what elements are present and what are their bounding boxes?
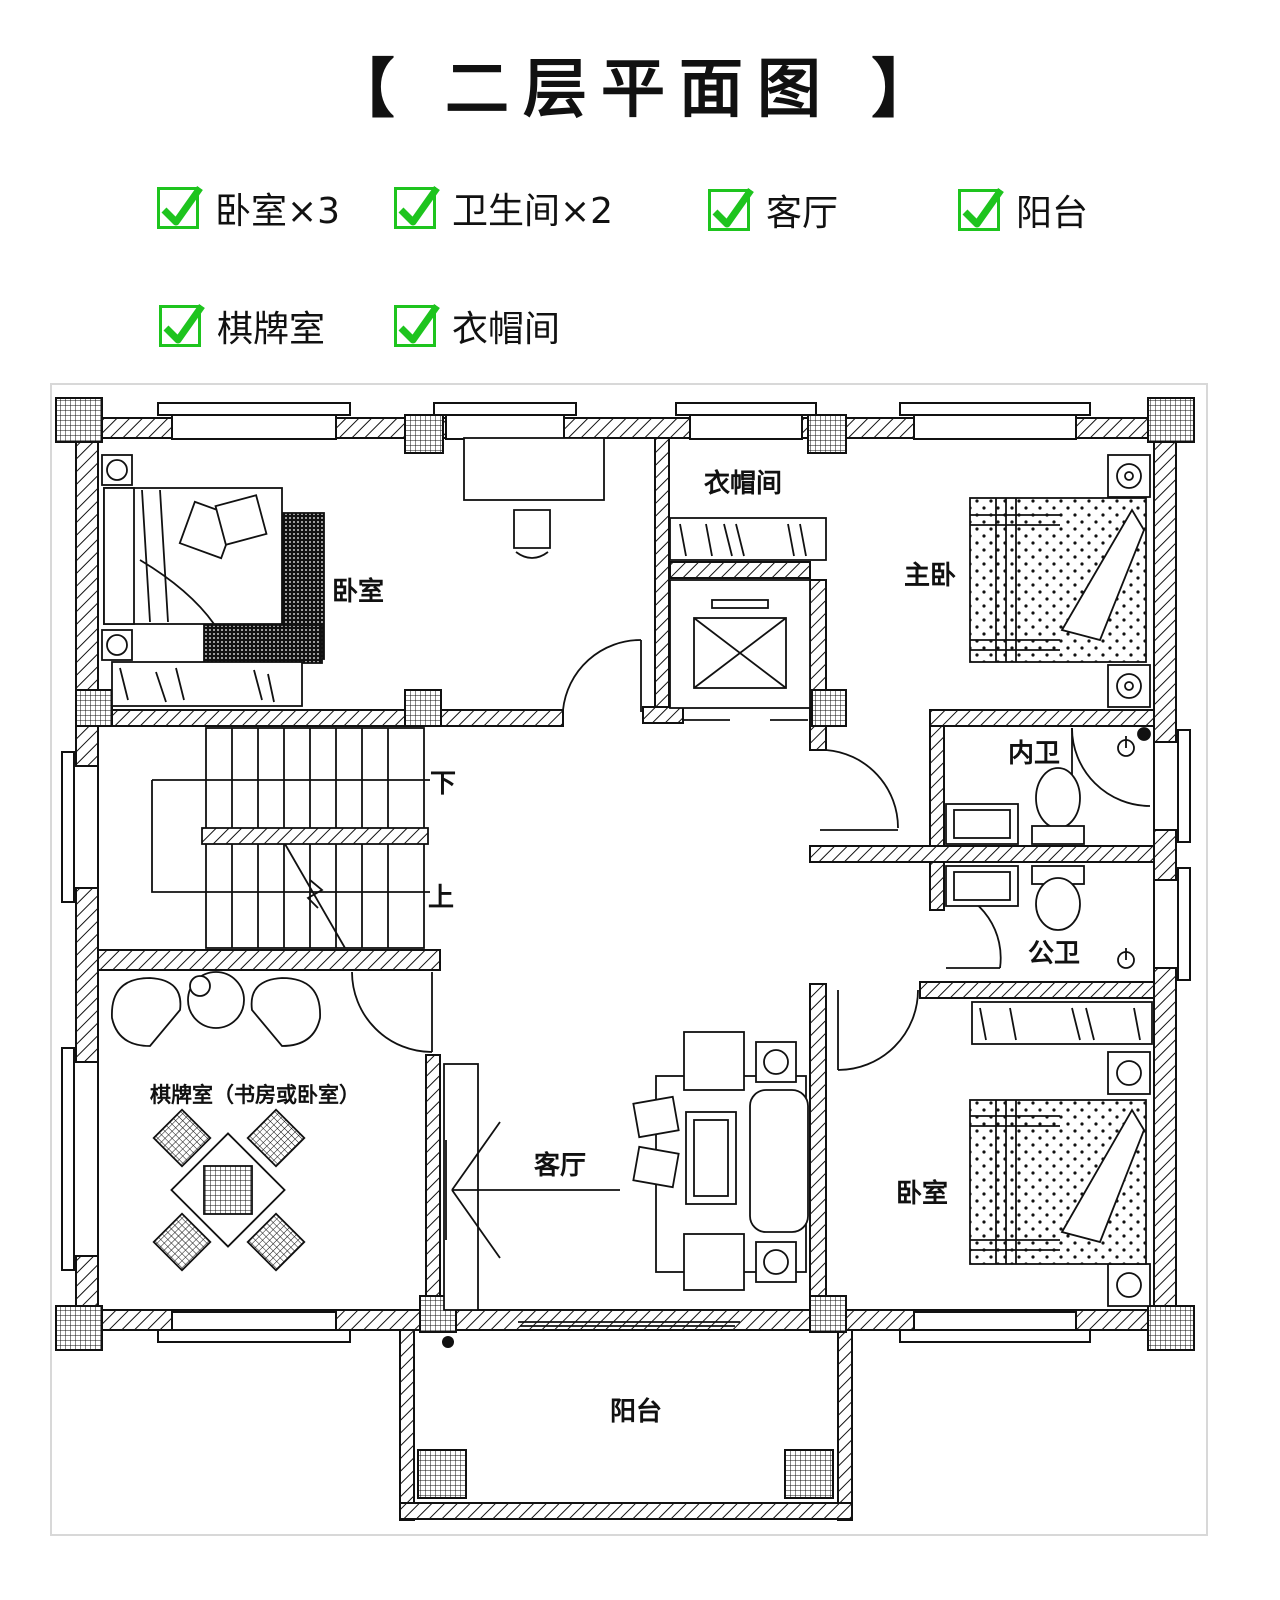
windows <box>61 402 1191 1343</box>
living-furniture <box>443 1031 809 1311</box>
label-bedroom-right: 卧室 <box>896 1178 948 1209</box>
feature-label: 棋牌室 <box>217 309 326 350</box>
label-living-room: 客厅 <box>534 1150 586 1181</box>
columns <box>55 397 1195 1499</box>
floor-plan-frame <box>50 383 1208 1536</box>
feature-label: 衣帽间 <box>452 309 561 350</box>
chess-room-furniture <box>111 971 321 1272</box>
feature-label: 客厅 <box>766 193 839 234</box>
bed-right <box>969 1001 1153 1307</box>
check-icon <box>394 303 440 347</box>
check-icon <box>159 303 205 347</box>
label-balcony: 阳台 <box>610 1396 662 1427</box>
label-cloakroom: 衣帽间 <box>704 468 782 499</box>
check-icon <box>708 187 754 231</box>
feature-label: 卧室×3 <box>215 191 341 232</box>
feature-label: 阳台 <box>1016 193 1089 234</box>
cloakroom-furniture <box>669 517 827 709</box>
bed-left <box>101 454 325 707</box>
label-stairs-down: 下 <box>430 769 456 799</box>
feature-bedrooms: 卧室×3 <box>157 184 340 232</box>
desk <box>463 437 605 559</box>
feature-cloakroom: 衣帽间 <box>394 302 560 350</box>
feature-label: 卫生间×2 <box>452 191 614 232</box>
check-icon <box>394 185 440 229</box>
page-title: 【 二层平面图 】 <box>330 53 950 127</box>
label-stairs-up: 上 <box>428 883 454 913</box>
bathroom-fixtures <box>945 727 1151 969</box>
check-icon <box>958 187 1004 231</box>
feature-bathrooms: 卫生间×2 <box>394 184 613 232</box>
bed-master <box>969 454 1151 708</box>
feature-chess-room: 棋牌室 <box>159 302 325 350</box>
check-icon <box>157 185 203 229</box>
label-master-bedroom: 主卧 <box>904 561 956 591</box>
label-bedroom-left: 卧室 <box>332 576 384 607</box>
stairs <box>151 727 430 949</box>
label-public-bath: 公卫 <box>1028 939 1080 969</box>
feature-living: 客厅 <box>708 186 838 234</box>
feature-balcony: 阳台 <box>958 186 1088 234</box>
label-chess-room: 棋牌室（书房或卧室） <box>150 1083 360 1107</box>
label-inner-bath: 内卫 <box>1008 739 1060 769</box>
